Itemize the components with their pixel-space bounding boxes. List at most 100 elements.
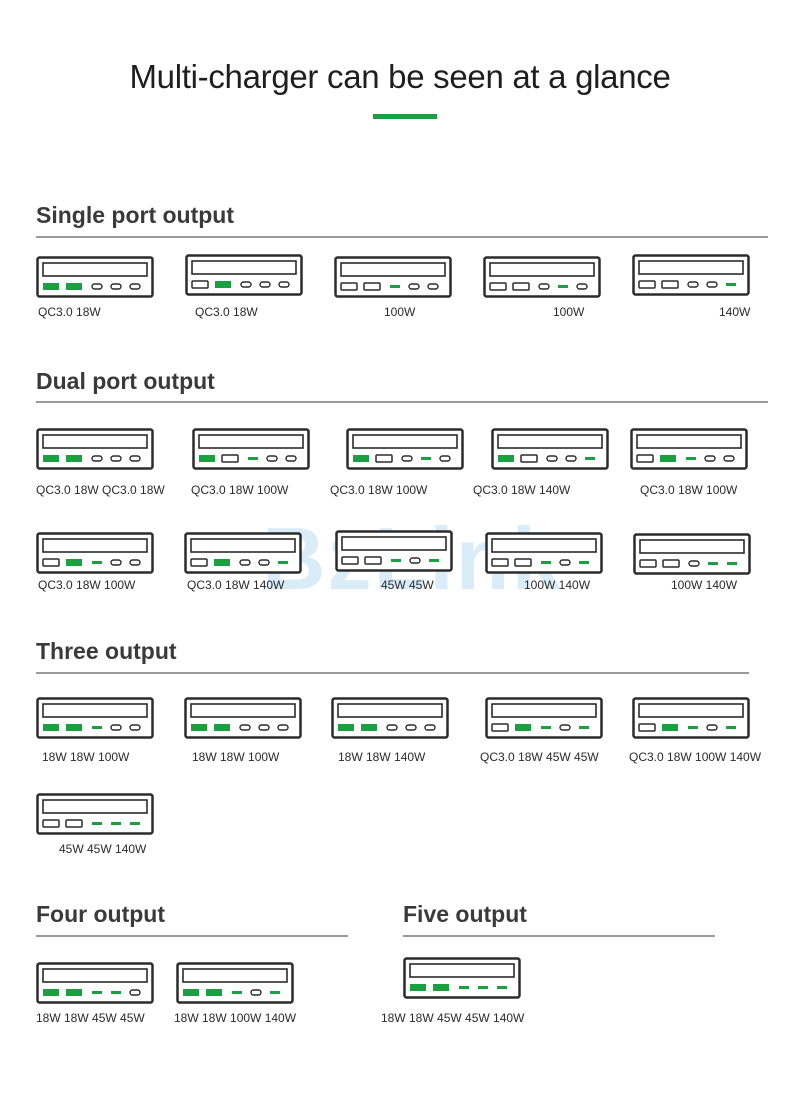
charger-body <box>633 533 751 575</box>
usb-c-port <box>278 281 290 288</box>
usb-a-port-active <box>433 984 449 991</box>
charger-icon <box>36 428 154 470</box>
charger-icon <box>184 532 302 574</box>
usb-a-port-active <box>66 559 82 566</box>
charger-body <box>630 428 748 470</box>
usb-a-port-active <box>214 559 230 566</box>
section-rule-dual <box>36 401 768 403</box>
usb-c-port-active <box>111 822 121 825</box>
charger-caption: QC3.0 18W 100W 140W <box>629 750 762 764</box>
charger-display <box>638 703 744 718</box>
usb-a-port <box>489 282 507 291</box>
charger-caption: QC3.0 18W 100W <box>191 483 289 497</box>
charger-display <box>491 703 597 718</box>
charger-caption: 18W 18W 100W <box>192 750 280 764</box>
usb-c-port <box>427 283 439 290</box>
charger-icon <box>485 697 603 739</box>
charger-body <box>36 256 154 298</box>
usb-c-port-active <box>726 283 736 286</box>
charger-icon <box>185 254 303 296</box>
usb-a-port-active <box>215 281 231 288</box>
usb-a-port <box>42 558 60 567</box>
usb-c-port-active <box>111 991 121 994</box>
usb-c-port-active <box>278 561 288 564</box>
charger-icon <box>491 428 609 470</box>
charger-caption: 18W 18W 100W 140W <box>174 1011 297 1025</box>
usb-c-port <box>277 724 289 731</box>
usb-c-port-active <box>130 822 140 825</box>
usb-a-port-active <box>66 989 82 996</box>
usb-a-port <box>514 558 532 567</box>
usb-c-port <box>424 724 436 731</box>
charger-icon <box>331 697 449 739</box>
charger-body <box>331 697 449 739</box>
usb-a-port <box>65 819 83 828</box>
charger-icon <box>485 532 603 574</box>
section-rule-five <box>403 935 715 937</box>
usb-c-port <box>239 559 251 566</box>
usb-c-port <box>110 455 122 462</box>
usb-a-port-active <box>214 724 230 731</box>
usb-a-port <box>340 282 358 291</box>
charger-icon <box>633 533 751 575</box>
usb-c-port-active <box>727 562 737 565</box>
charger-display <box>491 538 597 553</box>
usb-c-port-active <box>497 986 507 989</box>
charger-body <box>36 793 154 835</box>
usb-a-port-active <box>353 455 369 462</box>
usb-a-port <box>363 282 381 291</box>
usb-a-port-active <box>206 989 222 996</box>
charger-caption: QC3.0 18W <box>195 305 258 319</box>
usb-a-port <box>520 454 538 463</box>
usb-a-port <box>491 723 509 732</box>
charger-display <box>636 434 742 449</box>
usb-c-port <box>285 455 297 462</box>
usb-a-port-active <box>43 989 59 996</box>
usb-a-port-active <box>498 455 514 462</box>
usb-c-port-active <box>558 285 568 288</box>
charger-icon <box>36 962 154 1004</box>
charger-body <box>485 697 603 739</box>
charger-display <box>190 538 296 553</box>
usb-c-port-active <box>92 822 102 825</box>
usb-a-port <box>191 280 209 289</box>
charger-icon <box>346 428 464 470</box>
usb-a-port-active <box>66 455 82 462</box>
usb-c-port <box>129 989 141 996</box>
charger-body <box>36 697 154 739</box>
usb-c-port-active <box>92 726 102 729</box>
usb-c-port-active <box>541 726 551 729</box>
charger-display <box>337 703 443 718</box>
charger-caption: 45W 45W <box>381 578 434 592</box>
charger-body <box>334 256 452 298</box>
usb-c-port <box>266 455 278 462</box>
section-title-three: Three output <box>36 638 177 664</box>
title-accent-bar <box>373 114 437 119</box>
usb-c-port <box>129 455 141 462</box>
usb-c-port-active <box>390 285 400 288</box>
usb-a-port-active <box>183 989 199 996</box>
charger-body <box>184 697 302 739</box>
charger-display <box>42 434 148 449</box>
usb-a-port <box>639 559 657 568</box>
usb-a-port-active <box>199 455 215 462</box>
usb-c-port <box>706 281 718 288</box>
usb-c-port <box>409 557 421 564</box>
charger-display <box>340 262 446 277</box>
charger-caption: QC3.0 18W 45W 45W <box>480 750 599 764</box>
usb-c-port <box>408 283 420 290</box>
usb-a-port <box>662 559 680 568</box>
usb-a-port-active <box>43 455 59 462</box>
usb-a-port-active <box>338 724 354 731</box>
charger-icon <box>483 256 601 298</box>
charger-display <box>42 703 148 718</box>
page-title: Multi-charger can be seen at a glance <box>129 58 671 95</box>
charger-body <box>491 428 609 470</box>
charger-body <box>485 532 603 574</box>
charger-caption: 100W <box>553 305 585 319</box>
usb-c-port-active <box>421 457 431 460</box>
charger-caption: 45W 45W 140W <box>59 842 147 856</box>
charger-icon <box>630 428 748 470</box>
usb-c-port <box>439 455 451 462</box>
section-title-single: Single port output <box>36 202 235 228</box>
